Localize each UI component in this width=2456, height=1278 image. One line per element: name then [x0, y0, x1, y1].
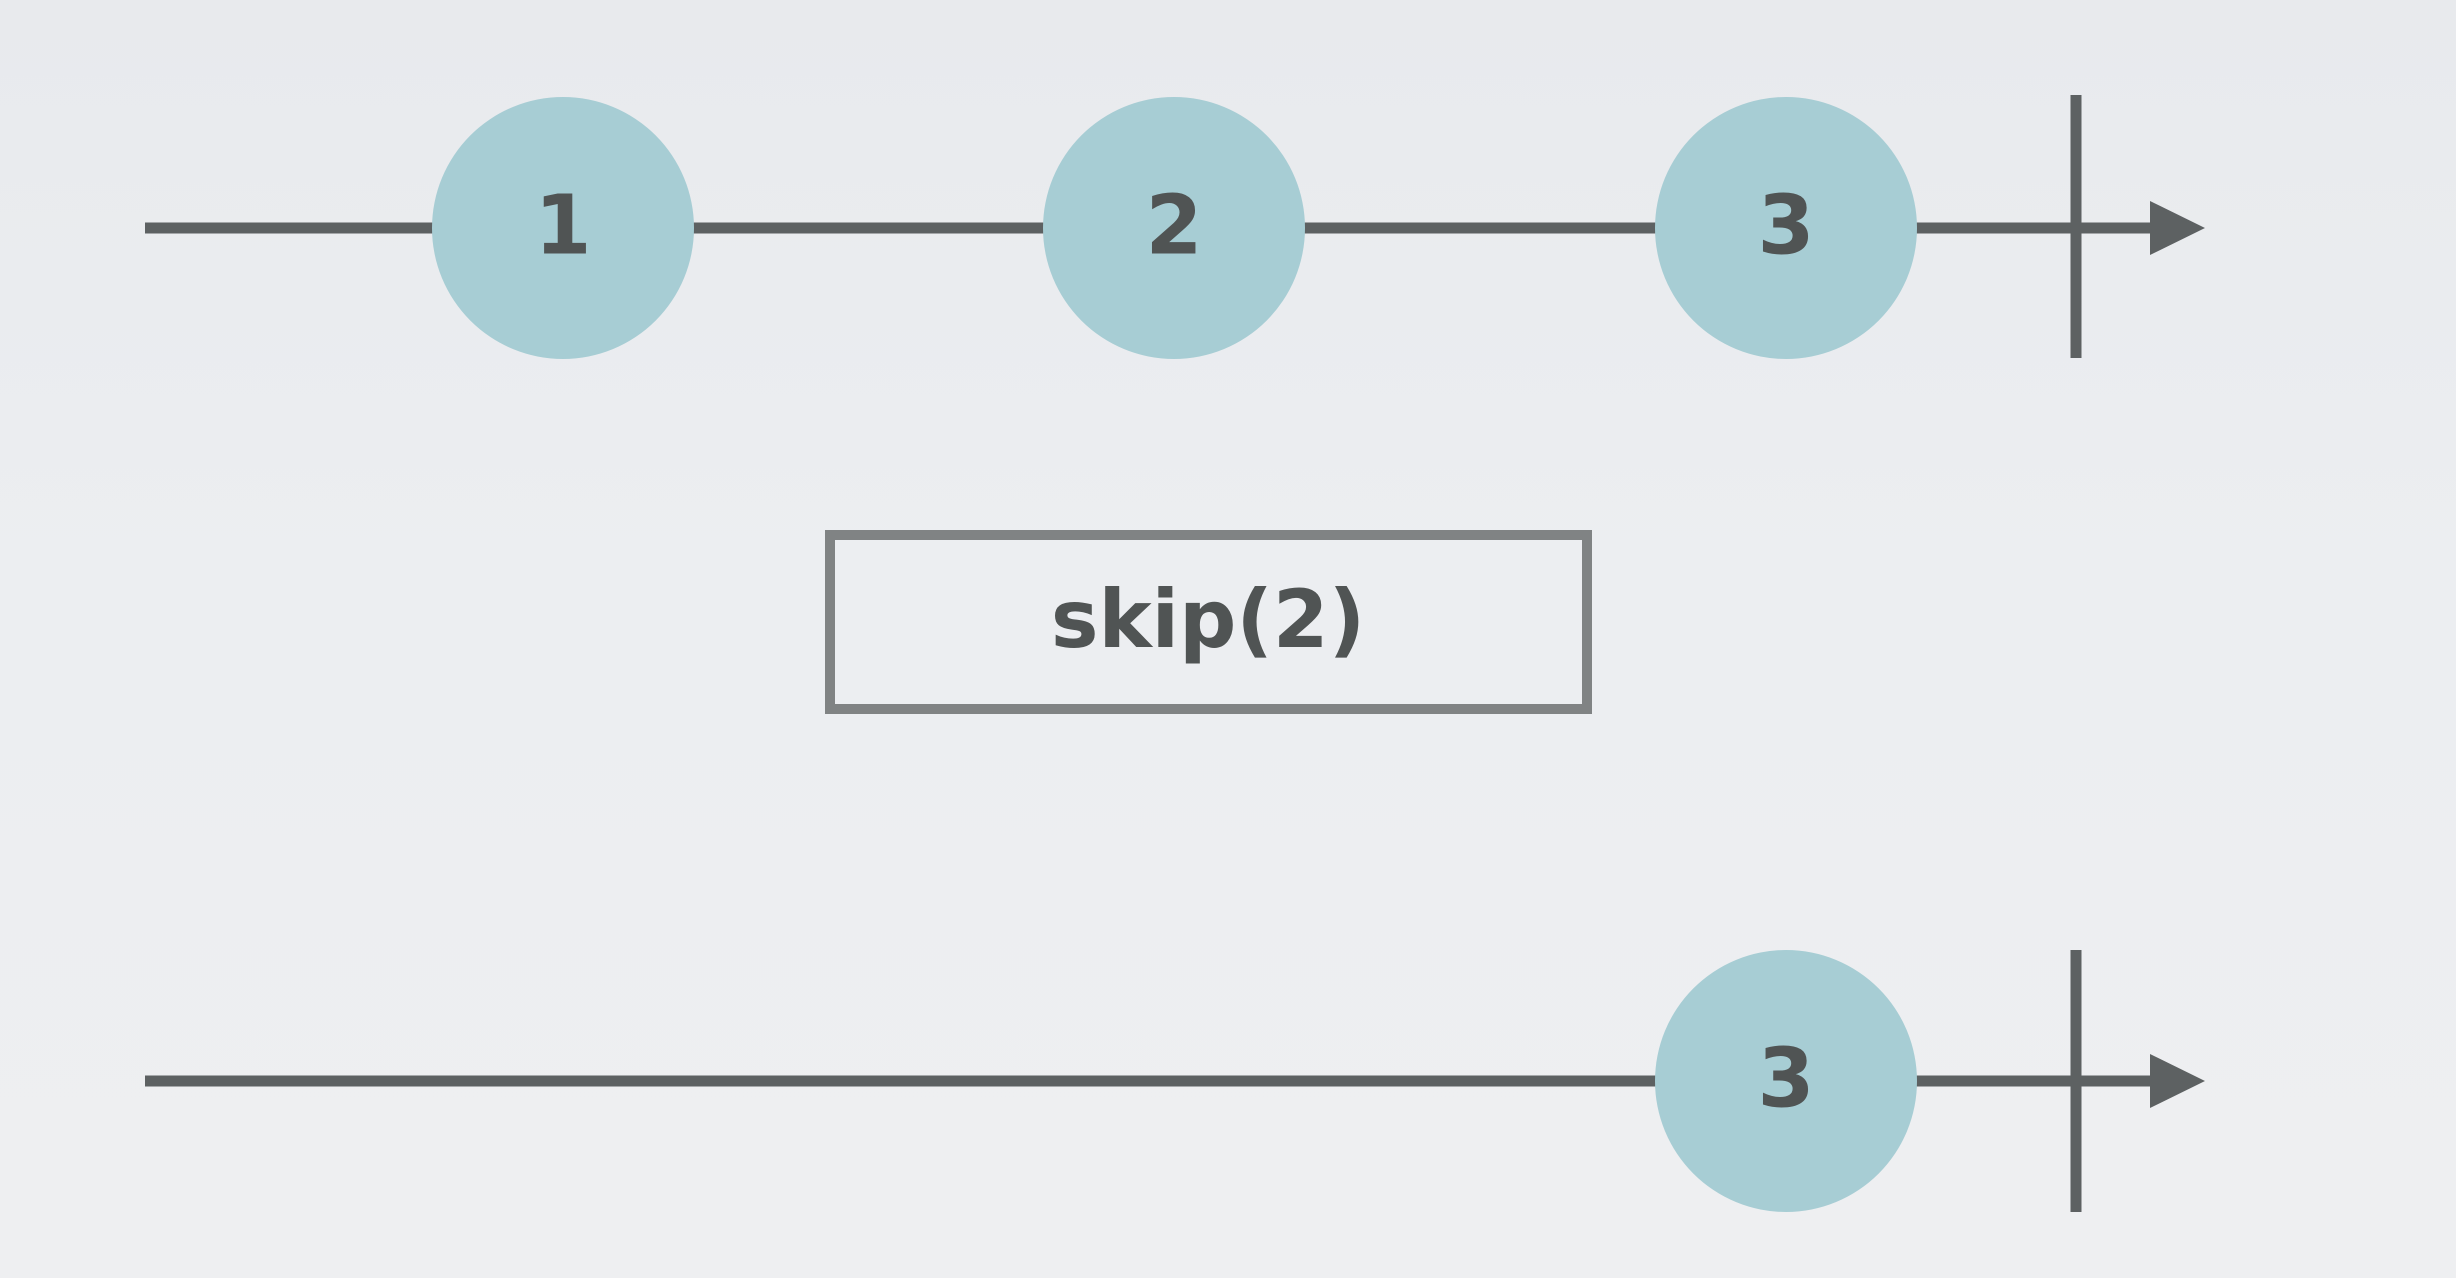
output-stream: 3: [145, 950, 2205, 1212]
operator-label: skip(2): [1051, 573, 1365, 666]
output-marble: 3: [1655, 950, 1917, 1212]
input-marble: 2: [1043, 97, 1305, 359]
operator: skip(2): [825, 530, 1592, 714]
output-marble-label: 3: [1757, 1031, 1814, 1126]
input-stream: 1 2 3: [145, 95, 2205, 359]
input-marble-label: 2: [1145, 178, 1202, 273]
input-marble: 3: [1655, 97, 1917, 359]
input-marble-label: 3: [1757, 178, 1814, 273]
input-arrowhead: [2150, 201, 2205, 255]
input-marble: 1: [432, 97, 694, 359]
operator-box: [825, 530, 1592, 714]
output-arrowhead: [2150, 1054, 2205, 1108]
input-marble-label: 1: [534, 178, 591, 273]
